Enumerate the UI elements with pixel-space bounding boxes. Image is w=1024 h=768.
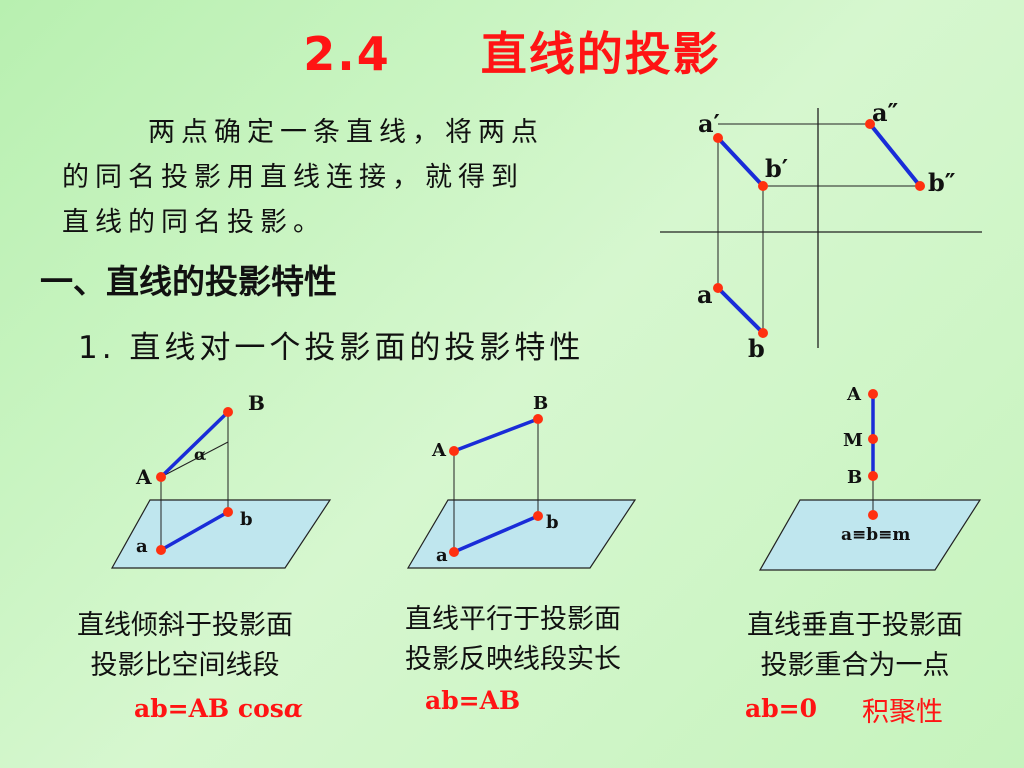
- point-B: [533, 414, 543, 424]
- point-b: [533, 511, 543, 521]
- label-B: B: [248, 391, 265, 415]
- label-a: a: [136, 536, 148, 557]
- label-B: B: [847, 467, 862, 488]
- perpendicular-formula: ab=0: [745, 694, 817, 723]
- projection-line-ab: [160, 510, 229, 552]
- alpha-symbol: α: [283, 694, 304, 723]
- oblique-caption-line-2: 投影比空间线段: [90, 650, 280, 681]
- parallel-formula: ab=AB: [425, 686, 520, 715]
- projection-plane: [758, 499, 982, 571]
- point-abm: [868, 510, 878, 520]
- intro-line-1: 两点确定一条直线，将两点: [148, 117, 544, 148]
- label-a: a: [697, 280, 713, 309]
- projection-plane: [110, 499, 332, 569]
- point-A: [868, 389, 878, 399]
- label-b-dprime: b″: [928, 168, 956, 197]
- point-b: [758, 328, 768, 338]
- label-a-dprime: a″: [872, 98, 899, 127]
- front-projection-line: [716, 136, 765, 188]
- oblique-line-diagram: A B a b α: [110, 391, 332, 569]
- intro-line-2: 的同名投影用直线连接，就得到: [62, 162, 524, 193]
- angle-label: α: [194, 445, 206, 464]
- subsection-heading: 1. 直线对一个投影面的投影特性: [78, 330, 585, 366]
- projection-line-ab: [453, 514, 539, 554]
- label-a-prime: a′: [698, 109, 720, 138]
- point-a-dprime: [865, 119, 875, 129]
- perpendicular-caption-line-2: 投影重合为一点: [760, 650, 950, 681]
- label-b: b: [748, 334, 765, 363]
- oblique-formula-text: ab=AB cos: [134, 694, 284, 723]
- intro-line-3: 直线的同名投影。: [62, 207, 326, 238]
- point-b-dprime: [915, 181, 925, 191]
- label-b-prime: b′: [765, 154, 788, 183]
- label-B: B: [533, 393, 548, 414]
- top-projection-line: [716, 286, 765, 335]
- projection-diagram: a′ b′ a″ b″ a b: [660, 98, 982, 363]
- perpendicular-caption-line-1: 直线垂直于投影面: [747, 610, 963, 641]
- parallel-caption: 直线平行于投影面 投影反映线段实长: [368, 600, 658, 680]
- point-M: [868, 434, 878, 444]
- point-b-prime: [758, 181, 768, 191]
- label-a: a: [436, 545, 448, 566]
- perpendicular-line-diagram: A M B a≡b≡m: [758, 384, 982, 571]
- intro-paragraph: 两点确定一条直线，将两点 的同名投影用直线连接，就得到 直线的同名投影。: [62, 110, 622, 245]
- parallel-line-diagram: A B a b: [406, 393, 637, 569]
- perpendicular-formula-text: ab=0: [745, 694, 818, 723]
- oblique-caption: 直线倾斜于投影面 投影比空间线段: [40, 606, 330, 686]
- parallel-helper-line: [160, 441, 229, 478]
- point-b: [223, 507, 233, 517]
- label-A: A: [431, 440, 447, 461]
- point-a-prime: [713, 133, 723, 143]
- point-B: [868, 471, 878, 481]
- label-abm: a≡b≡m: [841, 525, 910, 545]
- oblique-caption-line-1: 直线倾斜于投影面: [77, 610, 293, 641]
- point-a: [713, 283, 723, 293]
- perpendicular-caption: 直线垂直于投影面 投影重合为一点: [710, 606, 1000, 686]
- projection-plane: [406, 499, 637, 569]
- label-A: A: [846, 384, 862, 405]
- parallel-formula-text: ab=AB: [425, 686, 521, 715]
- label-b: b: [240, 509, 253, 530]
- space-line-AB: [159, 410, 230, 479]
- point-a: [156, 545, 166, 555]
- concentration-note: 积聚性: [862, 697, 943, 728]
- point-a: [449, 547, 459, 557]
- space-line-AB: [453, 417, 539, 453]
- label-M: M: [843, 430, 863, 451]
- label-A: A: [135, 465, 152, 489]
- parallel-caption-line-1: 直线平行于投影面: [405, 604, 621, 635]
- parallel-caption-line-2: 投影反映线段实长: [405, 644, 621, 675]
- section-heading: 一、直线的投影特性: [40, 262, 337, 301]
- point-A: [156, 472, 166, 482]
- label-b: b: [546, 512, 559, 533]
- oblique-formula: ab=AB cosα: [134, 694, 303, 723]
- point-B: [223, 407, 233, 417]
- side-projection-line: [868, 122, 922, 188]
- page-title: 2.4 直线的投影: [303, 27, 721, 81]
- point-A: [449, 446, 459, 456]
